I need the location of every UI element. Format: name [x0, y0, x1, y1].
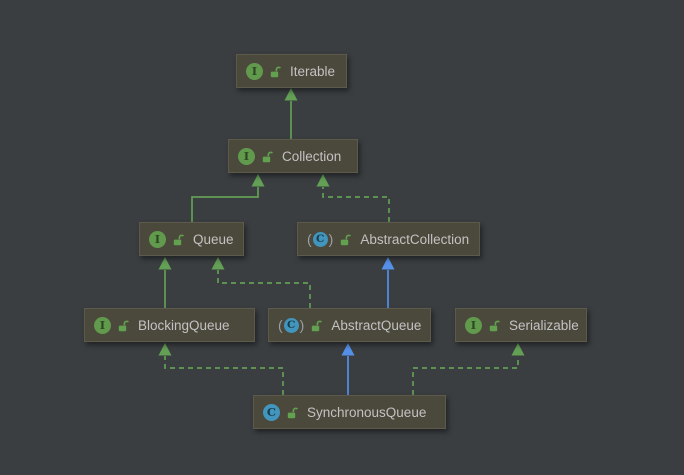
abstract-paren-left: ( — [307, 230, 312, 247]
node-label: AbstractCollection — [360, 231, 470, 247]
node-serializable[interactable]: I Serializable — [455, 308, 587, 342]
arrowhead-icon — [341, 343, 355, 356]
node-synchronous-queue[interactable]: C SynchronousQueue — [253, 395, 446, 429]
interface-icon: I — [94, 316, 111, 334]
unlocked-icon — [489, 318, 501, 332]
node-blocking-queue[interactable]: I BlockingQueue — [84, 308, 255, 342]
unlocked-icon — [340, 232, 352, 246]
interface-icon: I — [238, 147, 255, 165]
abstract-paren-left: ( — [278, 316, 283, 333]
interface-icon: I — [246, 62, 263, 80]
unlocked-icon — [118, 318, 130, 332]
arrowhead-icon — [284, 88, 298, 101]
interface-icon: I — [149, 230, 166, 248]
unlocked-icon — [287, 405, 299, 419]
node-collection[interactable]: I Collection — [228, 139, 358, 173]
implements-edge-lines — [164, 187, 519, 395]
arrowhead-icon — [211, 257, 225, 270]
node-iterable[interactable]: I Iterable — [236, 54, 347, 88]
class-circle: C — [312, 231, 328, 247]
arrowhead-icon — [251, 174, 265, 187]
extends-edge-lines — [164, 101, 292, 308]
arrowhead-icon — [381, 257, 395, 270]
abstract-paren-right: ) — [328, 230, 334, 247]
node-label: Iterable — [290, 63, 336, 79]
node-label: Queue — [193, 231, 234, 247]
arrowhead-icon — [316, 174, 330, 187]
edge-abstractqueue-queue — [217, 270, 311, 308]
interface-icon: I — [465, 316, 482, 334]
unlocked-icon — [270, 64, 282, 78]
edge-abstractcollection-collection — [322, 187, 390, 222]
node-label: AbstractQueue — [331, 317, 422, 333]
node-label: Collection — [282, 148, 342, 164]
unlocked-icon — [173, 232, 185, 246]
arrowhead-icon — [158, 343, 172, 356]
abstract-class-icon: ( C ) — [278, 317, 304, 334]
node-abstract-queue[interactable]: ( C ) AbstractQueue — [268, 308, 431, 342]
edge-queue-collection — [191, 187, 259, 222]
node-label: SynchronousQueue — [307, 404, 427, 420]
node-abstract-collection[interactable]: ( C ) AbstractCollection — [297, 222, 480, 256]
class-icon: C — [263, 403, 280, 421]
abstract-class-icon: ( C ) — [307, 231, 333, 248]
node-label: Serializable — [509, 317, 579, 333]
arrowhead-icon — [158, 257, 172, 270]
abstract-paren-right: ) — [299, 316, 305, 333]
class-circle: C — [283, 317, 299, 333]
unlocked-icon — [262, 149, 274, 163]
node-queue[interactable]: I Queue — [139, 222, 244, 256]
edge-synchronousqueue-serializable — [412, 356, 519, 395]
node-label: BlockingQueue — [138, 317, 230, 333]
edge-synchronousqueue-blockingqueue — [164, 356, 284, 395]
arrowhead-icon — [511, 343, 525, 356]
unlocked-icon — [311, 318, 323, 332]
